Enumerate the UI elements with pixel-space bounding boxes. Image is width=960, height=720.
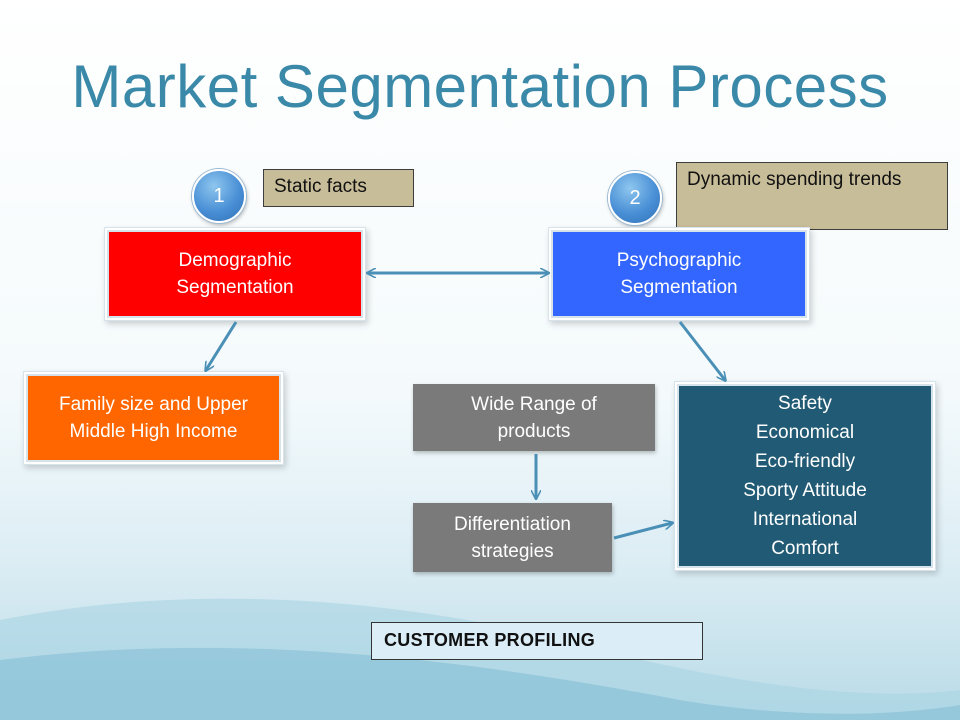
- psychographic-segmentation-label: Psychographic Segmentation: [616, 250, 742, 298]
- attribute-item: Comfort: [771, 538, 839, 559]
- step-1-badge: 1: [192, 169, 246, 223]
- step-2-badge: 2: [608, 171, 662, 225]
- dynamic-spending-note: Dynamic spending trends: [676, 162, 948, 230]
- slide-title: Market Segmentation Process: [71, 53, 889, 120]
- attribute-item: Eco-friendly: [754, 451, 856, 472]
- differentiation-box: Differentiation strategies: [413, 503, 612, 572]
- attribute-item: Sporty Attitude: [743, 480, 867, 501]
- wide-range-label: Wide Range of products: [471, 393, 597, 442]
- static-facts-note: Static facts: [263, 169, 414, 207]
- family-income-label: Family size and Upper Middle High Income: [58, 394, 249, 442]
- attributes-list: Safety Economical Eco-friendly Sporty At…: [743, 389, 867, 563]
- attribute-item: Safety: [778, 393, 832, 414]
- differentiation-label: Differentiation strategies: [454, 513, 571, 562]
- demographic-segmentation-label: Demographic Segmentation: [176, 250, 294, 298]
- family-income-box: Family size and Upper Middle High Income: [24, 372, 283, 464]
- customer-profiling-label: CUSTOMER PROFILING: [371, 622, 703, 660]
- psychographic-segmentation-box: Psychographic Segmentation: [549, 228, 809, 320]
- attribute-item: International: [752, 509, 858, 530]
- attributes-box: Safety Economical Eco-friendly Sporty At…: [675, 382, 935, 570]
- wide-range-box: Wide Range of products: [413, 384, 655, 451]
- demographic-to-family-arrow: [206, 321, 238, 370]
- differentiation-to-attributes-arrow: [613, 523, 672, 540]
- attribute-item: Economical: [755, 422, 855, 443]
- demographic-segmentation-box: Demographic Segmentation: [105, 228, 365, 320]
- psychographic-to-attributes-arrow: [678, 321, 725, 380]
